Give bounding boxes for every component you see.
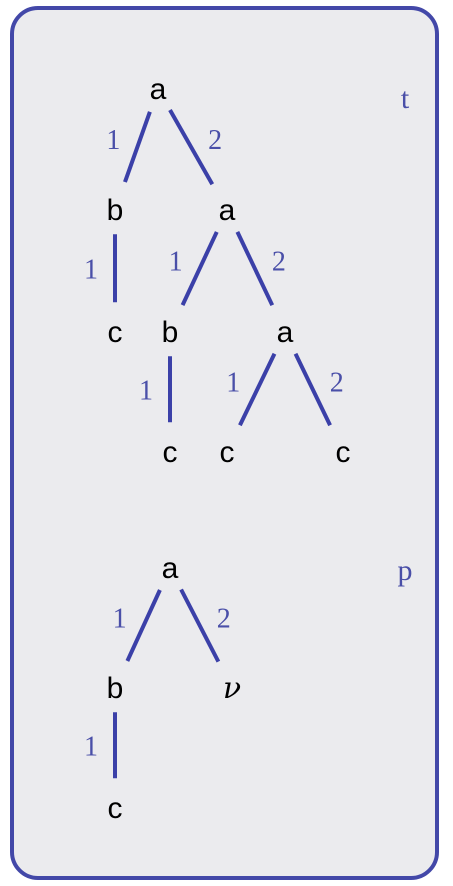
tree-name-t: t <box>401 82 410 115</box>
edge-label-t0-t1: 1 <box>106 125 120 156</box>
edge-label-t0-t2: 2 <box>208 125 222 156</box>
edge-label-t4-t6: 1 <box>139 375 153 406</box>
diagram-frame <box>10 6 439 880</box>
node-t5: a <box>277 316 294 349</box>
node-t4: b <box>162 316 179 349</box>
edge-p0-p2 <box>179 588 221 663</box>
node-p3: c <box>108 792 123 825</box>
edge-t5-t7 <box>238 352 277 427</box>
edge-t2-t4 <box>180 231 219 306</box>
node-t3: c <box>108 316 123 349</box>
tree-name-p: p <box>398 554 413 587</box>
node-p2: ν <box>223 671 241 706</box>
edge-label-t1-t3: 1 <box>84 254 98 285</box>
node-t7: c <box>220 436 235 469</box>
edge-label-p0-p1: 1 <box>113 604 127 635</box>
node-t8: c <box>336 436 351 469</box>
node-t1: b <box>107 194 124 227</box>
node-p1: b <box>107 672 124 705</box>
edge-p0-p1 <box>125 589 162 662</box>
node-t6: c <box>163 436 178 469</box>
edge-label-t2-t5: 2 <box>272 247 286 278</box>
edge-label-t2-t4: 1 <box>169 247 183 278</box>
edge-t2-t5 <box>235 230 275 307</box>
edge-label-p1-p3: 1 <box>84 731 98 762</box>
edge-t0-t2 <box>168 109 215 186</box>
edge-label-p0-p2: 2 <box>217 604 231 635</box>
edge-label-t5-t8: 2 <box>330 368 344 399</box>
edge-label-t5-t7: 1 <box>226 368 240 399</box>
node-t0: a <box>150 73 167 106</box>
node-t2: a <box>219 194 236 227</box>
edge-t0-t1 <box>123 111 152 183</box>
node-p0: a <box>162 552 179 585</box>
edge-t5-t8 <box>293 352 332 427</box>
